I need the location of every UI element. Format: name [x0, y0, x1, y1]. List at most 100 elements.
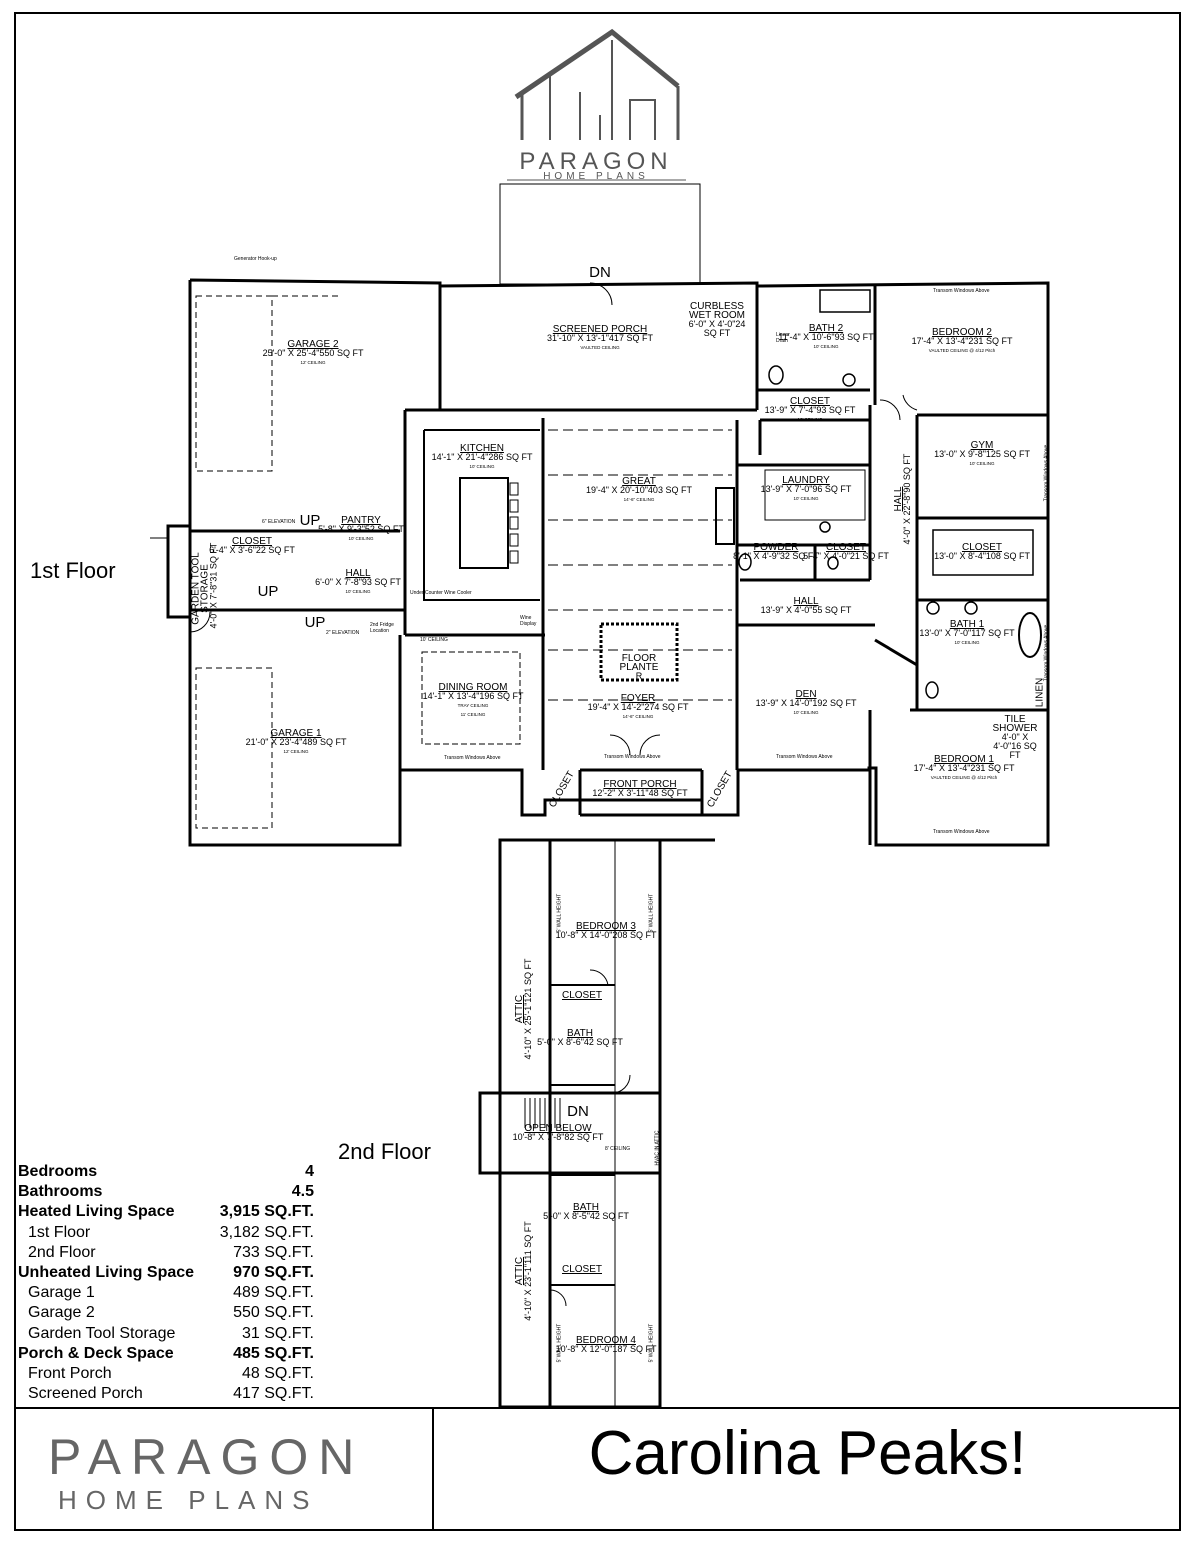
stats-row: 1st Floor 3,182 SQ.FT.: [18, 1223, 314, 1243]
room-closet-u2: CLOSET: [561, 1264, 603, 1275]
stats-row: Porch & Deck Space 485 SQ.FT.: [18, 1344, 314, 1364]
note-up3: UP: [304, 614, 326, 631]
stats-row: Unheated Living Space 970 SQ.FT.: [18, 1263, 314, 1283]
note-elev2: 2" ELEVATION: [326, 630, 360, 636]
note-wall-h2: 5' WALL HEIGHT: [648, 893, 655, 933]
stats-value: 970 SQ.FT.: [233, 1264, 314, 1282]
note-ceiling-10: 10' CEILING: [420, 637, 448, 643]
plan-title: Carolina Peaks!: [588, 1419, 1027, 1488]
stats-value: 485 SQ.FT.: [233, 1344, 314, 1362]
note-transom4: Transom Windows Above: [933, 829, 990, 835]
stats-label: Porch & Deck Space: [18, 1344, 174, 1362]
stats-value: 4: [305, 1163, 314, 1180]
note-wine-display: Wine Display: [520, 615, 537, 627]
note-generator: Generator Hook-up: [234, 256, 277, 262]
stats-label: Heated Living Space: [18, 1203, 175, 1221]
note-elev1: 6" ELEVATION: [262, 519, 296, 525]
stats-label: Garden Tool Storage: [28, 1324, 176, 1342]
note-dn-top: DN: [589, 264, 611, 281]
room-linen: LINEN: [1034, 677, 1046, 708]
note-fridge: 2nd Fridge Location: [370, 622, 394, 634]
stats-value: 489 SQ.FT.: [233, 1284, 314, 1302]
note-linear-drain: Linear Drain: [776, 332, 790, 344]
stats-label: Bathrooms: [18, 1183, 103, 1201]
first-floor-outline: [188, 278, 1050, 847]
note-hvac: HVAC IN ATTIC: [654, 1130, 661, 1166]
stats-label: Unheated Living Space: [18, 1264, 195, 1282]
stats-row: Bathrooms 4.5: [18, 1182, 314, 1202]
note-wine-cooler: Under Counter Wine Cooler: [410, 590, 472, 596]
room-closet-u1: CLOSET: [561, 990, 603, 1001]
stats-label: Screened Porch: [28, 1385, 143, 1403]
stats-label: Front Porch: [28, 1365, 112, 1383]
footer-brand-sub: HOME PLANS: [58, 1485, 319, 1515]
stats-row: Garage 1 489 SQ.FT.: [18, 1283, 314, 1303]
stats-row: Garden Tool Storage 31 SQ.FT.: [18, 1324, 314, 1344]
logo-subtitle: HOME PLANS: [543, 171, 649, 182]
first-floor-label: 1st Floor: [30, 558, 116, 583]
stats-label: Garage 2: [28, 1304, 95, 1322]
note-transom-side1: Transom Windows Above: [1043, 444, 1050, 502]
stats-label: Garage 1: [28, 1284, 95, 1302]
stats-row: 2nd Floor 733 SQ.FT.: [18, 1243, 314, 1263]
footer-divider: [432, 1407, 434, 1531]
stats-value: 3,182 SQ.FT.: [219, 1223, 314, 1241]
note-wall-h1: 5' WALL HEIGHT: [556, 893, 563, 933]
stats-value: 31 SQ.FT.: [241, 1324, 314, 1342]
note-up1: UP: [299, 512, 321, 529]
stats-label: 1st Floor: [28, 1223, 91, 1241]
stats-value: 4.5: [291, 1183, 314, 1201]
stats-value: 417 SQ.FT.: [233, 1385, 314, 1403]
second-floor-label: 2nd Floor: [338, 1139, 431, 1164]
note-wall-h3: 5' WALL HEIGHT: [556, 1323, 563, 1363]
note-dn-stair: DN: [567, 1103, 589, 1120]
note-ceiling-8: 8' CEILING: [605, 1146, 631, 1152]
stats-label: 2nd Floor: [28, 1243, 96, 1261]
stats-value: 733 SQ.FT.: [233, 1243, 314, 1261]
note-up2: UP: [257, 583, 279, 600]
note-wall-h4: 5' WALL HEIGHT: [648, 1323, 655, 1363]
note-transom5: Transom Windows Above: [604, 754, 661, 760]
footer-bar: [14, 1407, 1181, 1531]
note-transom1: Transom Windows Above: [933, 288, 990, 294]
note-transom3: Transom Windows Above: [776, 754, 833, 760]
logo-title: PARAGON: [519, 148, 673, 175]
